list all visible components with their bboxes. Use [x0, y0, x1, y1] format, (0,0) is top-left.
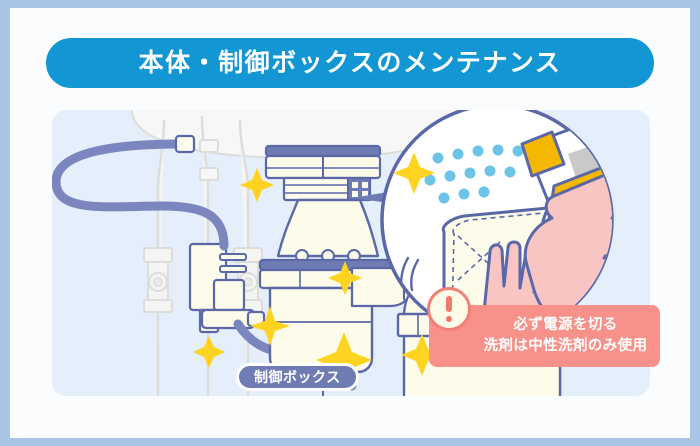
- exclamation-glyph: [446, 296, 452, 322]
- exclamation-icon: [427, 287, 471, 331]
- spray-droplets: [424, 144, 524, 204]
- cable-plug: [174, 134, 196, 154]
- control-box-callout: 制御ボックス: [236, 363, 359, 391]
- pipe-collars: [199, 139, 219, 181]
- control-box-unit: [188, 242, 266, 334]
- sparkles: [193, 152, 443, 388]
- page-title: 本体・制御ボックスのメンテナンス: [138, 48, 562, 77]
- illustration-panel: [52, 110, 650, 396]
- warning-line-2: 洗剤は中性洗剤のみ使用: [483, 338, 648, 354]
- warning-line-1: 必ず電源を切る: [513, 316, 618, 333]
- page-title-banner: 本体・制御ボックスのメンテナンス: [46, 38, 654, 88]
- control-box-callout-label: 制御ボックス: [254, 369, 341, 385]
- supply-valve-left: [143, 247, 173, 313]
